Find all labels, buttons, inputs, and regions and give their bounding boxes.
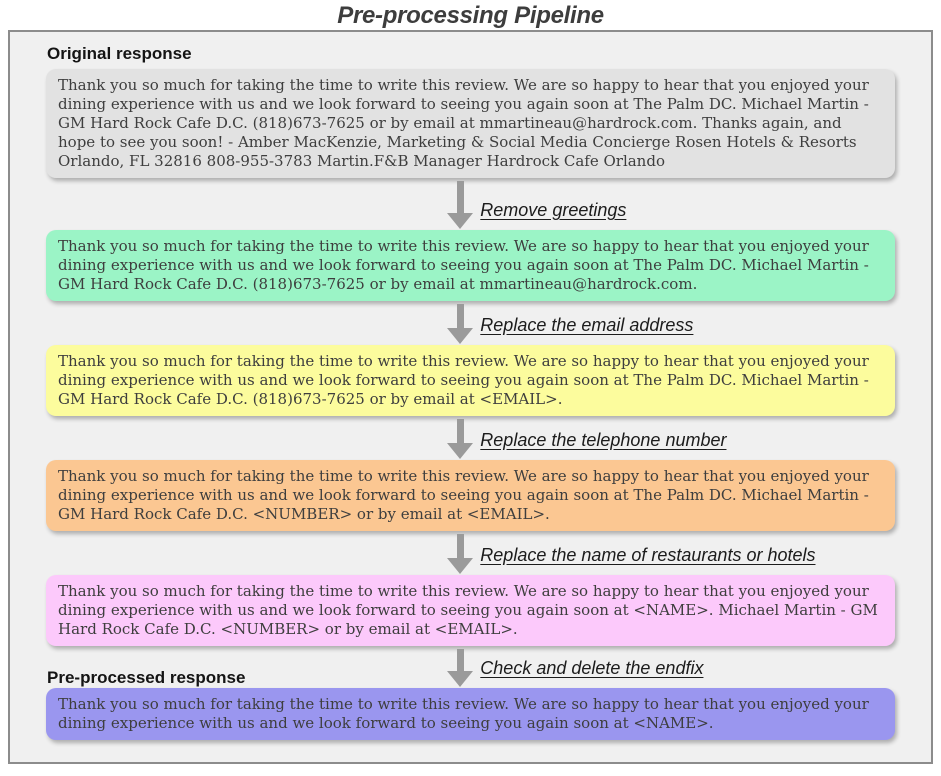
arrow-stem [456,534,464,558]
box-after-replace-phone: Thank you so much for taking the time to… [46,460,895,531]
step-replace-phone: Replace the telephone number [46,416,895,460]
arrow-head [447,671,474,687]
step-label-replace-email: Replace the email address [480,315,694,335]
arrow-head [447,558,474,574]
arrow-stem [456,304,464,328]
arrow-stem [456,419,464,443]
arrow-head [447,443,474,459]
step-replace-email: Replace the email address [46,301,895,345]
box-after-remove-greetings: Thank you so much for taking the time to… [46,230,895,301]
arrow-head [447,328,474,344]
page-title: Pre-processing Pipeline [337,2,604,29]
arrow-stem [456,649,464,671]
step-label-remove-greetings: Remove greetings [480,200,627,220]
box-after-replace-name: Thank you so much for taking the time to… [46,575,895,646]
down-arrow-icon [447,181,474,229]
step-label-replace-phone: Replace the telephone number [480,430,727,450]
step-check-endfix: Pre-processed response Check and delete … [46,646,895,688]
original-response-heading: Original response [47,44,192,63]
step-replace-name: Replace the name of restaurants or hotel… [46,531,895,575]
arrow-stem [456,181,464,213]
down-arrow-icon [447,649,474,687]
pipeline-container: Original response Thank you so much for … [8,30,933,764]
step-label-replace-name: Replace the name of restaurants or hotel… [480,545,816,565]
box-original-response: Thank you so much for taking the time to… [46,69,895,178]
step-label-check-endfix: Check and delete the endfix [480,658,704,678]
down-arrow-icon [447,534,474,574]
down-arrow-icon [447,419,474,459]
down-arrow-icon [447,304,474,344]
box-after-replace-email: Thank you so much for taking the time to… [46,345,895,416]
preprocessed-response-heading: Pre-processed response [47,668,246,687]
step-remove-greetings: Remove greetings [46,178,895,230]
box-preprocessed-response: Thank you so much for taking the time to… [46,688,895,740]
arrow-head [447,213,474,229]
